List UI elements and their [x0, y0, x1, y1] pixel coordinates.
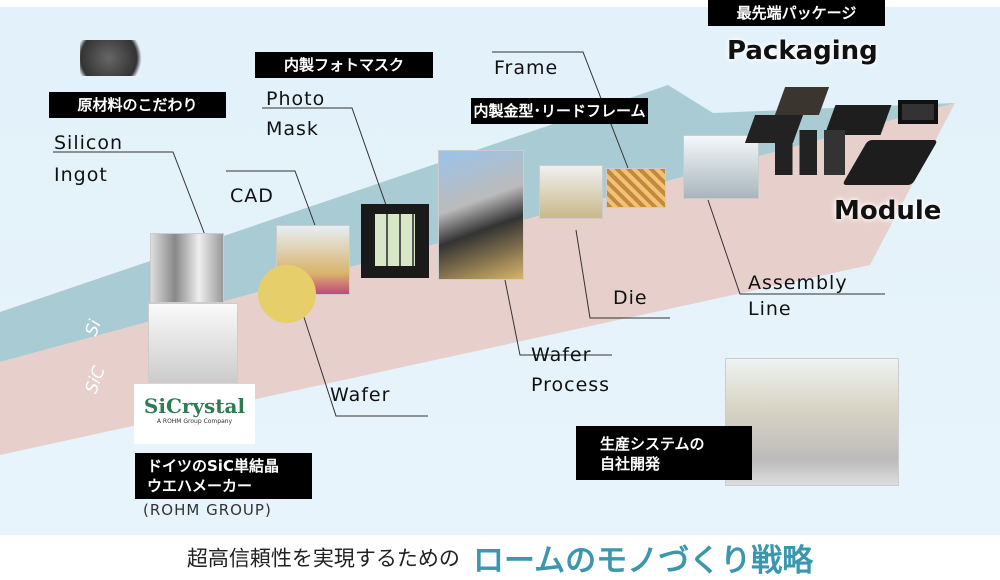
- building-photo: [148, 303, 238, 383]
- raw-silicon-image: [80, 40, 152, 76]
- die-label: Die: [613, 287, 648, 309]
- die-photo: [539, 165, 603, 219]
- production-system-photo: [725, 358, 899, 486]
- discrete-packages-image: [775, 130, 845, 175]
- sic-maker-tag: ドイツのSiC単結晶ウエハメーカー: [135, 453, 312, 499]
- photomask-tag: 内製フォトマスク: [255, 52, 433, 78]
- rohm-group-label: (ROHM GROUP): [143, 501, 272, 519]
- footer-highlight: ロームのモノづくり戦略: [473, 543, 814, 579]
- packaging-label: Packaging: [727, 36, 878, 66]
- ic-packages-image: [744, 85, 950, 165]
- raw-material-tag: 原材料のこだわり: [49, 92, 226, 118]
- leadframe-photo: [606, 168, 666, 208]
- frame-label: Frame: [494, 57, 559, 79]
- assembly-line-photo: [683, 135, 759, 199]
- footer-title: 超高信頼性を実現するための ロームのモノづくり戦略: [0, 535, 1000, 579]
- wafer-disc: [258, 265, 316, 323]
- sicrystal-logo: SiCrystal A ROHM Group Company: [134, 384, 255, 444]
- footer-prefix: 超高信頼性を実現するための: [186, 546, 460, 571]
- packaging-tag: 最先端パッケージ: [708, 0, 885, 26]
- photomask-photo: [361, 204, 429, 278]
- production-system-tag: 生産システムの自社開発: [576, 426, 752, 480]
- leader-lines: [53, 51, 885, 417]
- wafer-label: Wafer: [330, 384, 391, 406]
- module-label: Module: [834, 196, 942, 226]
- ingot-photo: [150, 233, 224, 303]
- leadframe-tag: 内製金型･リードフレーム: [471, 98, 648, 124]
- wafer-process-photo: [438, 150, 524, 280]
- cad-label: CAD: [230, 185, 274, 207]
